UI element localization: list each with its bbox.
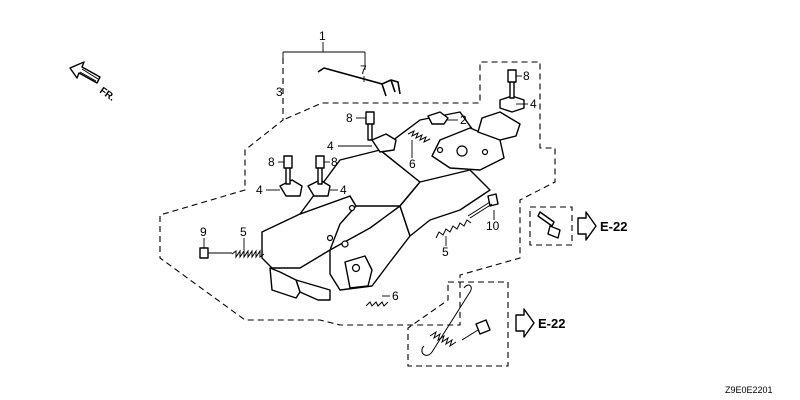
ref-spring — [421, 284, 472, 356]
callout-8: 8 — [331, 155, 338, 169]
ref-box-upper — [529, 206, 573, 246]
screw-part-8 — [507, 69, 517, 99]
plate-hole — [326, 234, 334, 242]
bolt-part-9 — [199, 247, 232, 259]
main-bracket — [261, 111, 491, 301]
screw-part-8 — [283, 155, 293, 185]
front-direction-label: FR. — [97, 85, 117, 103]
spring-part-6 — [407, 129, 431, 144]
governor-plate — [431, 111, 521, 171]
assembly-boundary — [159, 58, 556, 326]
front-direction-arrow — [69, 61, 101, 84]
callout-4: 4 — [256, 183, 263, 197]
callout-1: 1 — [319, 29, 326, 43]
callout-6: 6 — [392, 289, 399, 303]
callout-6: 6 — [409, 157, 416, 171]
plate-hole — [436, 146, 444, 154]
callout-8: 8 — [346, 111, 353, 125]
callout-8: 8 — [523, 69, 530, 83]
plate-hole — [341, 240, 349, 248]
figure-code: Z9E0E2201 — [725, 385, 773, 395]
reference-label: E-22 — [600, 219, 627, 234]
callout-5: 5 — [240, 225, 247, 239]
reference-arrow-icon — [515, 308, 535, 338]
plate-hole — [351, 263, 361, 273]
part-7-rod — [317, 67, 401, 97]
callout-5: 5 — [442, 245, 449, 259]
reference-arrow-icon — [577, 211, 597, 241]
callout-4: 4 — [340, 183, 347, 197]
reference-label: E-22 — [538, 316, 565, 331]
callout-1-bracket — [282, 42, 366, 70]
bolt-part-10 — [467, 193, 499, 219]
callout-4: 4 — [327, 139, 334, 153]
callout-3: 3 — [276, 85, 283, 99]
callout-7: 7 — [360, 63, 367, 77]
spring-part-5 — [231, 249, 265, 259]
ref-box-lower — [407, 281, 509, 367]
callout-2: 2 — [460, 113, 467, 127]
part-2-clamp — [427, 111, 449, 125]
spring-part-5 — [435, 219, 472, 239]
plate-hole — [481, 148, 489, 156]
ref-bolt-lower — [461, 319, 491, 341]
spring-part-6 — [365, 301, 389, 307]
clip-part-4 — [279, 179, 303, 197]
plate-hole — [348, 204, 356, 212]
callout-9: 9 — [200, 225, 207, 239]
callout-4: 4 — [530, 97, 537, 111]
callout-8: 8 — [268, 155, 275, 169]
clip-part-4 — [371, 133, 397, 153]
screw-part-8 — [365, 111, 375, 141]
plate-hole — [456, 145, 468, 157]
screw-part-8 — [315, 155, 325, 185]
ref-bolt — [537, 211, 561, 239]
callout-10: 10 — [486, 219, 500, 233]
leader-lines — [203, 75, 528, 297]
